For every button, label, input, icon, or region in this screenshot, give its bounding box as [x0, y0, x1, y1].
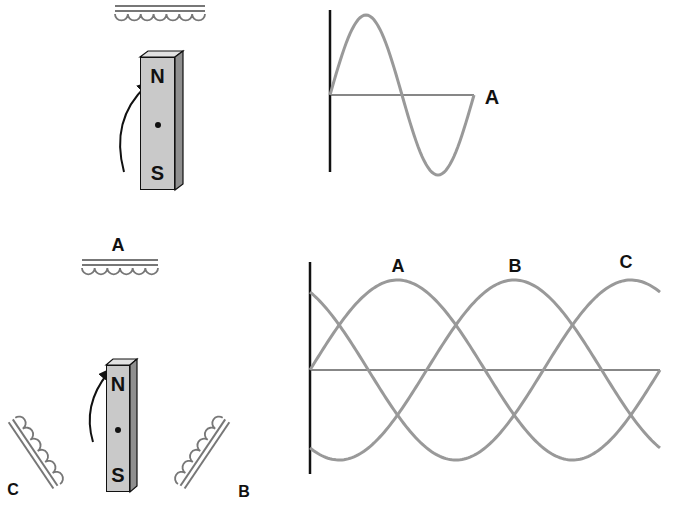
pole-letter: S — [151, 163, 164, 183]
sine-wave — [310, 280, 660, 460]
coil-core — [9, 422, 54, 488]
coil-core — [13, 419, 58, 485]
sine-wave — [310, 280, 660, 460]
coil-label: C — [7, 482, 19, 498]
coil — [9, 414, 66, 489]
coil — [115, 6, 205, 20]
coil-winding — [82, 268, 158, 274]
phase-label: C — [620, 253, 633, 271]
pivot-dot — [115, 427, 121, 433]
coil-core — [82, 259, 158, 261]
pole-letter: N — [150, 66, 164, 86]
coil-core — [115, 5, 205, 7]
pole-letter: S — [111, 465, 124, 485]
coil-winding — [15, 414, 65, 484]
coil-label: A — [112, 236, 125, 254]
coil — [82, 260, 158, 274]
coil-core — [180, 419, 225, 485]
sine-wave — [330, 15, 474, 175]
sine-wave — [310, 280, 660, 460]
coil-winding — [115, 14, 205, 20]
coil-core — [82, 264, 158, 266]
coil — [172, 414, 229, 489]
coil-label: B — [238, 484, 250, 500]
phase-label: A — [392, 257, 405, 275]
pole-letter: N — [111, 374, 125, 394]
bar-magnet: NS — [106, 365, 130, 492]
magnet-side-face — [175, 51, 183, 190]
coil-core — [185, 422, 230, 488]
phase-label: B — [509, 257, 522, 275]
coil-core — [115, 10, 205, 12]
magnet-side-face — [130, 359, 137, 492]
pivot-dot — [155, 122, 161, 128]
bar-magnet: NS — [140, 57, 175, 190]
coil-winding — [172, 414, 222, 484]
phase-label: A — [485, 87, 499, 107]
